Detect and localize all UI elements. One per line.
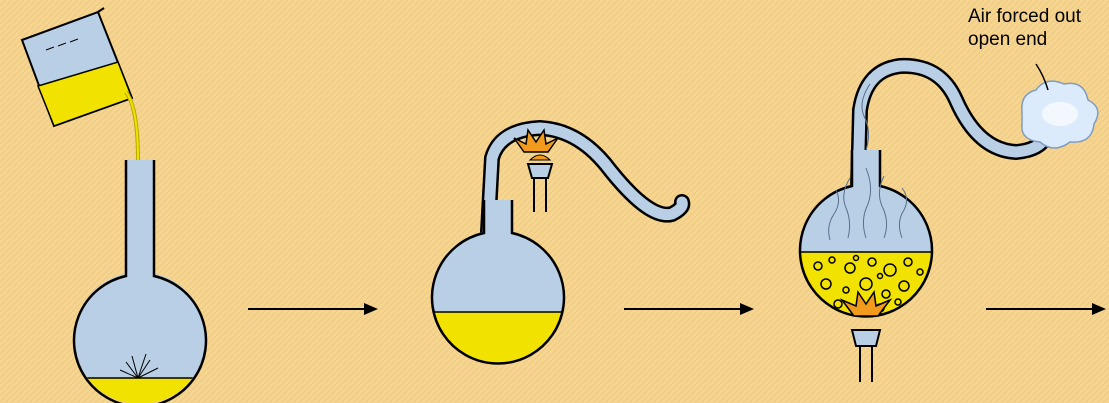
flame-2	[513, 127, 559, 153]
stage-2-bending-neck	[430, 119, 691, 365]
steam-wisps	[828, 83, 908, 241]
burner-3	[839, 289, 893, 382]
bubbles	[813, 254, 924, 313]
annotation-line-2: open end	[968, 29, 1047, 50]
beaker	[20, 7, 134, 128]
flame-3	[839, 289, 893, 317]
annotation-pointer	[1035, 63, 1049, 91]
arrow-1	[248, 303, 378, 315]
arrow-3	[986, 303, 1106, 315]
arrow-2	[624, 303, 754, 315]
flask-1	[72, 160, 208, 403]
stage-1-pouring	[20, 7, 208, 403]
burner-2	[513, 127, 559, 212]
steam-cloud	[1021, 80, 1099, 149]
annotation-line-1: Air forced out	[968, 6, 1082, 27]
beaker-liquid	[36, 61, 133, 127]
splash	[119, 353, 159, 379]
flask-2	[430, 119, 691, 365]
